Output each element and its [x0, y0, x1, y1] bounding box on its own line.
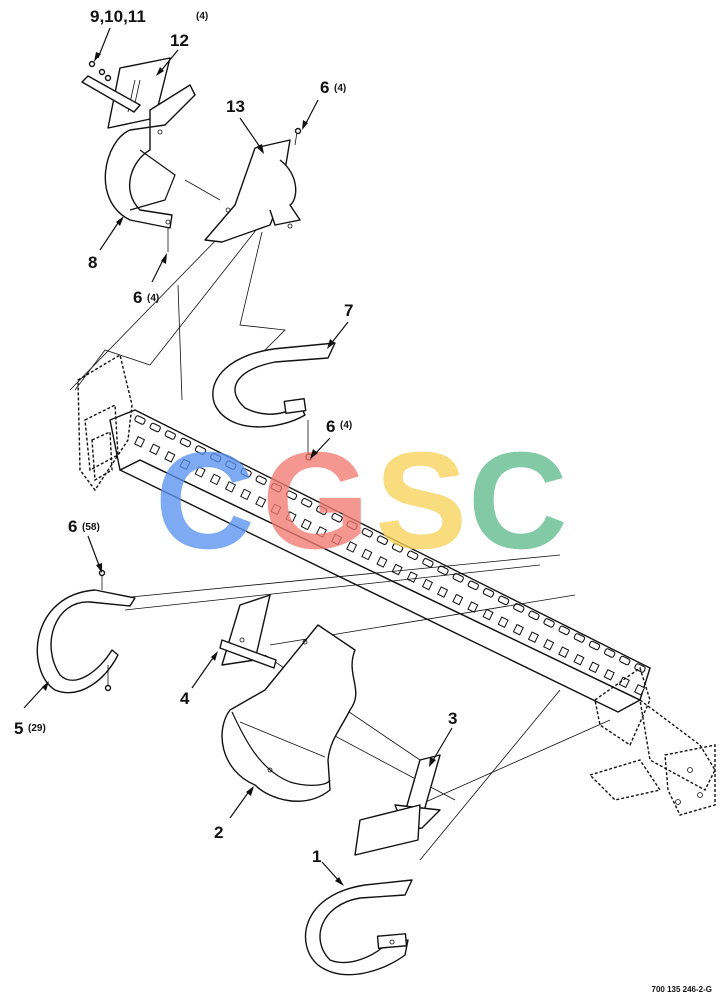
- watermark-letter-g: G: [262, 424, 369, 578]
- callout-6-top-right-label: 6: [320, 78, 329, 97]
- callout-6-mid-qty: (4): [340, 420, 352, 431]
- callout-4-label: 4: [180, 689, 190, 708]
- callout-7-label: 7: [344, 301, 353, 320]
- callout-9-10-11-qty: (4): [196, 11, 208, 22]
- callout-5-label: 5: [14, 719, 23, 738]
- part-1-guard: [304, 879, 413, 976]
- callout-1-label: 1: [312, 847, 321, 866]
- callout-6-top-right-qty: (4): [334, 83, 346, 94]
- callout-8-label: 8: [88, 253, 97, 272]
- part-8-guard: [104, 84, 196, 252]
- watermark: C G S C: [155, 424, 568, 578]
- callout-9-10-11-label: 9,10,11: [90, 7, 146, 26]
- part-5-guard: [36, 569, 136, 694]
- callout-6-lower-left-label: 6: [68, 517, 77, 536]
- part-4-bracket: [219, 594, 277, 669]
- part-9-10-11-bolt: [81, 60, 141, 113]
- callout-5-qty: (29): [28, 723, 46, 734]
- callout-6-left-label: 6: [133, 288, 142, 307]
- reference-number: 700 135 246-2-G: [652, 985, 713, 994]
- watermark-letter-c1: C: [155, 424, 255, 578]
- callout-13-label: 13: [226, 97, 245, 116]
- right-end-bracket: [588, 666, 716, 816]
- callout-6-lower-left-qty: (58): [82, 522, 100, 533]
- part-3-plate: [354, 754, 441, 856]
- watermark-letter-s: S: [375, 424, 467, 578]
- main-bar: [77, 353, 716, 816]
- callout-labels: 9,10,11 (4) 12 13 6 (4) 8 6 (4) 7 6 (4) …: [14, 7, 457, 866]
- part-2-guard: [221, 624, 357, 802]
- callout-2-label: 2: [214, 823, 223, 842]
- part-7-guard: [212, 342, 336, 461]
- callout-12-label: 12: [170, 31, 189, 50]
- left-end-bracket: [77, 353, 133, 492]
- part-13-plate: [204, 127, 302, 243]
- leader-lines: [23, 27, 453, 886]
- callout-6-left-qty: (4): [147, 293, 159, 304]
- callout-6-mid-label: 6: [326, 417, 335, 436]
- callout-3-label: 3: [448, 709, 457, 728]
- watermark-letter-c2: C: [468, 424, 568, 578]
